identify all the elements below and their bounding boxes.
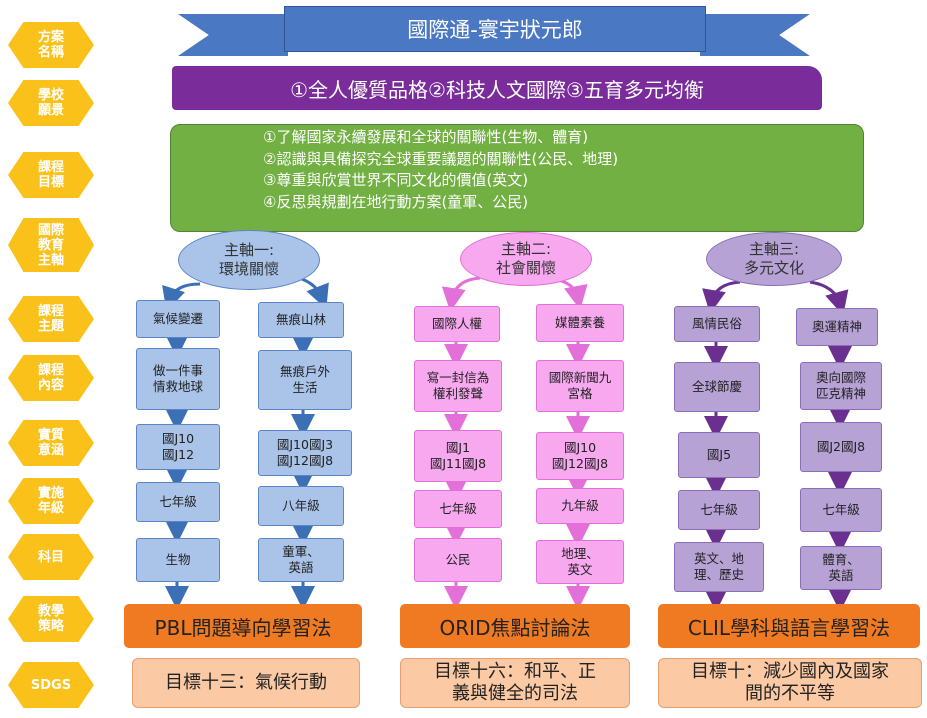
grade-box: 七年級 (678, 490, 760, 530)
axis-1-ellipse: 主軸一: 環境關懷 (178, 230, 320, 290)
row-label-meaning: 實質 意涵 (8, 420, 94, 466)
sdg-box-1: 目標十三：氣候行動 (132, 658, 360, 708)
topic-box: 奧運精神 (796, 308, 878, 346)
goal-item: ①了解國家永續發展和全球的關聯性(生物、體育) (263, 128, 589, 146)
axis-3-ellipse: 主軸三: 多元文化 (706, 232, 842, 286)
grade-box: 七年級 (414, 490, 502, 528)
row-label-axis: 國際 教育 主軸 (8, 218, 94, 272)
content-box: 無痕戶外 生活 (258, 350, 352, 410)
topic-box: 國際人權 (414, 306, 500, 342)
strategy-box-3: CLIL學科與語言學習法 (658, 604, 920, 648)
meaning-box: 國J2國J8 (800, 422, 882, 472)
row-label-goals: 課程 目標 (8, 152, 94, 198)
content-box: 全球節慶 (674, 362, 760, 412)
subject-box: 地理、 英文 (536, 540, 624, 584)
grade-box: 九年級 (536, 488, 624, 524)
topic-box: 氣候變遷 (136, 300, 220, 338)
strategy-box-2: ORID焦點討論法 (400, 604, 630, 648)
row-label-strategy: 教學 策略 (8, 596, 94, 642)
row-label-sdgs: SDGS (8, 662, 94, 708)
content-box: 寫一封信為 權利發聲 (414, 360, 502, 412)
subject-box: 英文、地 理、歷史 (674, 542, 764, 592)
content-box: 做一件事 情救地球 (136, 348, 220, 410)
topic-box: 無痕山林 (258, 302, 344, 338)
school-vision: ①全人優質品格②科技人文國際③五育多元均衡 (172, 66, 822, 110)
row-label-grade: 實施 年級 (8, 478, 94, 524)
subject-box: 生物 (136, 538, 220, 582)
grade-box: 七年級 (136, 482, 220, 522)
row-label-content: 課程 內容 (8, 355, 94, 401)
grade-box: 八年級 (258, 486, 344, 526)
plan-title: 國際通-寰宇狀元郎 (284, 6, 706, 52)
topic-box: 風情民俗 (674, 306, 760, 342)
content-box: 奧向國際 匹克精神 (800, 362, 882, 410)
axis-2-ellipse: 主軸二: 社會關懷 (460, 232, 592, 286)
row-label-plan-name: 方案 名稱 (8, 22, 94, 68)
sdg-box-3: 目標十：減少國內及國家 間的不平等 (658, 658, 922, 708)
meaning-box: 國J10 國J12國J8 (536, 432, 624, 480)
row-label-subject: 科目 (8, 534, 94, 580)
course-goals-scroll: ①了解國家永續發展和全球的關聯性(生物、體育) ②認識與具備探究全球重要議題的關… (170, 124, 864, 232)
meaning-box: 國J5 (678, 432, 760, 478)
topic-box: 媒體素養 (536, 304, 624, 342)
content-box: 國際新聞九 宮格 (536, 360, 624, 412)
row-label-topic: 課程 主題 (8, 296, 94, 342)
subject-box: 公民 (414, 538, 502, 582)
meaning-box: 國J1 國J11國J8 (414, 430, 502, 482)
meaning-box: 國J10 國J12 (136, 424, 220, 470)
subject-box: 童軍、 英語 (258, 538, 344, 582)
strategy-box-1: PBL問題導向學習法 (124, 604, 362, 648)
goal-item: ④反思與規劃在地行動方案(童軍、公民) (263, 192, 529, 211)
row-label-vision: 學校 願景 (8, 80, 94, 126)
goal-item: ③尊重與欣賞世界不同文化的價值(英文) (263, 171, 529, 189)
goal-item: ②認識與具備探究全球重要議題的關聯性(公民、地理) (263, 149, 619, 168)
sdg-box-2: 目標十六：和平、正 義與健全的司法 (400, 658, 630, 708)
subject-box: 體育、 英語 (800, 546, 882, 590)
grade-box: 七年級 (800, 488, 882, 532)
meaning-box: 國J10國J3 國J12國J8 (258, 430, 352, 476)
